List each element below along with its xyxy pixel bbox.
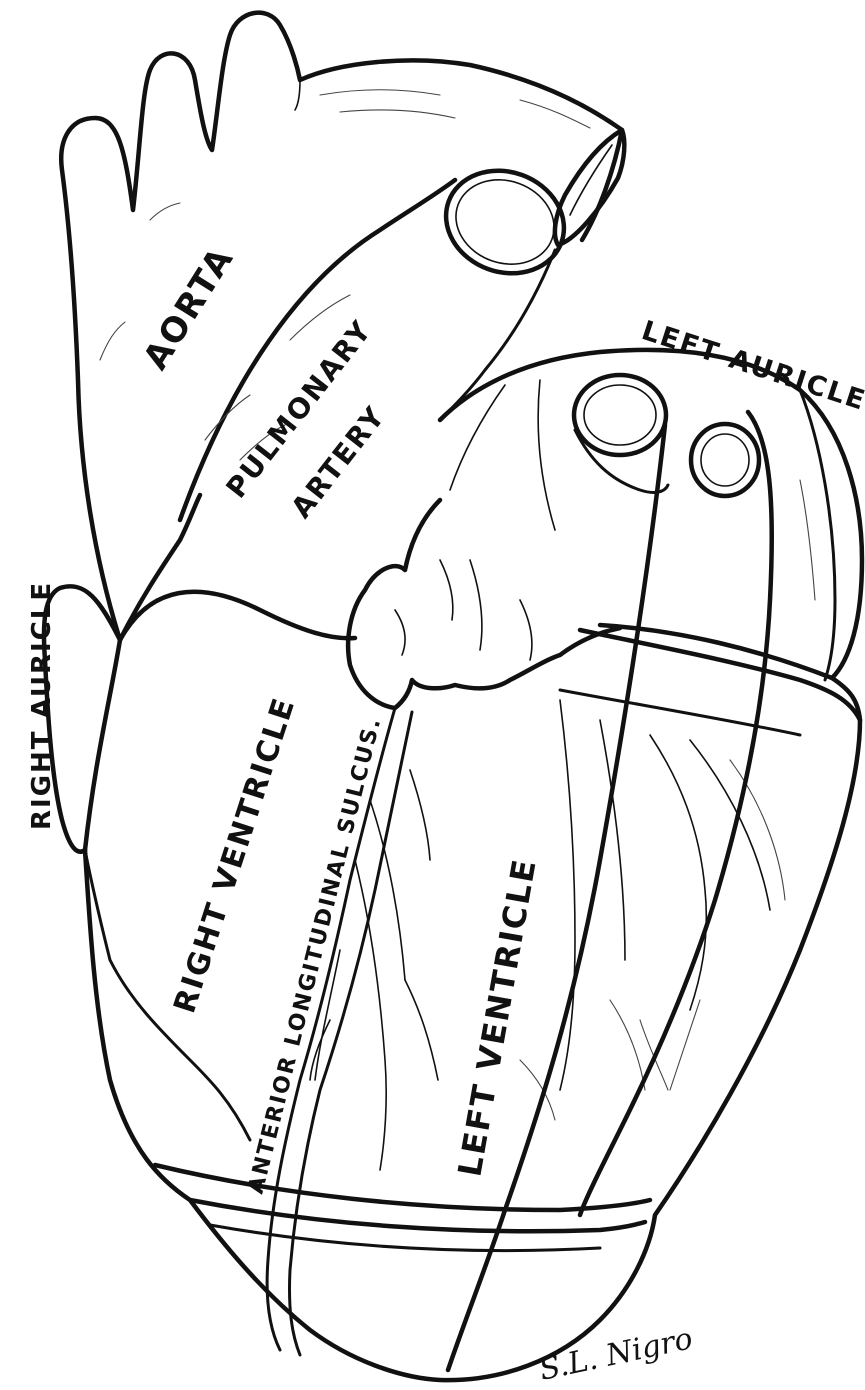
lower-bands [155,1165,650,1251]
label-right-ventricle: RIGHT VENTRICLE [167,693,302,1018]
artist-signature: S.L. Nigro [536,1321,695,1388]
label-right-auricle: RIGHT AURICLE [27,581,57,830]
coronary-groove [120,592,355,640]
pulmonary-artery-outline [120,154,578,640]
auricle-appendage [348,500,620,708]
label-aorta: AORTA [136,240,242,377]
label-left-auricle: LEFT AURICLE [638,315,865,417]
ligature-strings [448,412,772,1370]
label-pulmonary: PULMONARY [220,314,379,505]
